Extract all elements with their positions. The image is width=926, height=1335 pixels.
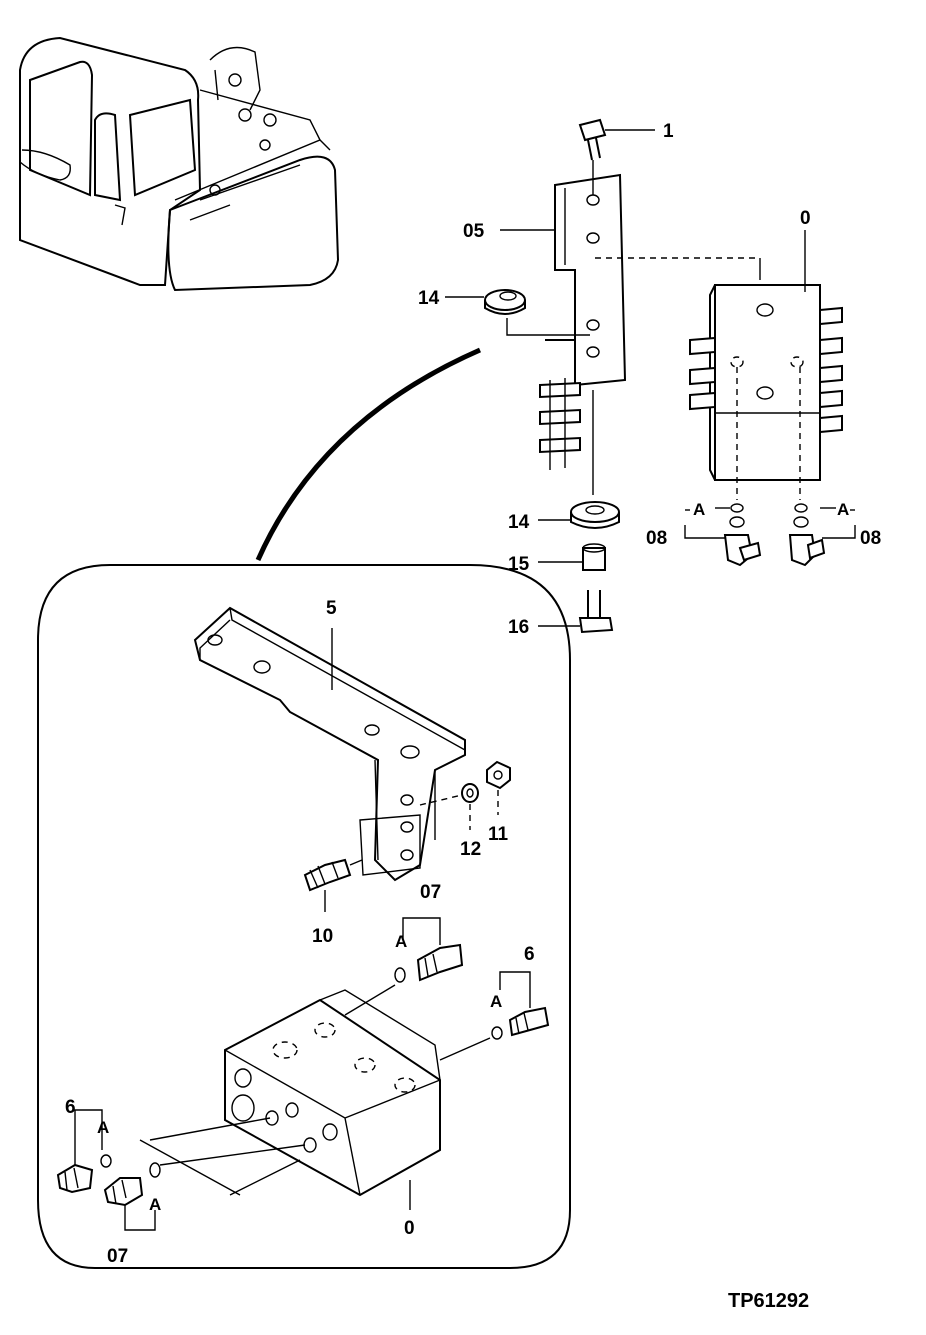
- callout-07-top: 07: [420, 882, 441, 903]
- bracket-05: [500, 160, 761, 391]
- callout-11: 11: [488, 824, 509, 845]
- collar-15: [538, 543, 606, 571]
- callout-08-left: 08: [646, 528, 667, 549]
- detail-panel-border: [37, 564, 571, 1269]
- spacer-14-top: [445, 289, 590, 336]
- figure-code: TP61292: [728, 1290, 809, 1312]
- elbow-fittings-08: [684, 503, 856, 567]
- fitting-07-top: [344, 917, 464, 1016]
- bolt-16: [538, 590, 614, 634]
- ref-a-right: A: [837, 500, 849, 519]
- callout-07-bottom: 07: [107, 1246, 128, 1267]
- ref-a-left: A: [693, 500, 705, 519]
- detail-connector-curve: [255, 347, 482, 562]
- nut-11: [486, 760, 511, 815]
- callout-0-top: 0: [800, 208, 811, 229]
- fitting-07-bottom: [103, 1162, 161, 1231]
- callout-6-left: 6: [65, 1097, 76, 1118]
- spacer-14-bottom: [538, 501, 620, 529]
- callout-15: 15: [508, 554, 530, 575]
- ref-a-6-left: A: [97, 1118, 109, 1137]
- fittings-left-stack: [539, 378, 594, 495]
- ref-a-07-top: A: [395, 932, 407, 951]
- washer-12: [419, 783, 479, 830]
- callout-1: 1: [663, 121, 674, 142]
- ref-a-07-bottom: A: [149, 1195, 161, 1214]
- ref-a-6-right: A: [490, 992, 502, 1011]
- callout-05: 05: [463, 221, 485, 242]
- callout-14-top: 14: [418, 288, 440, 309]
- callout-0-bottom: 0: [404, 1218, 415, 1239]
- fitting-6-left: [56, 1109, 112, 1194]
- callout-labels: 1 05 0 14 14 15 16 08 08 A A 5 12 11 10 …: [65, 121, 881, 1312]
- callout-6-right: 6: [524, 944, 535, 965]
- valve-block-0-bottom: [139, 989, 441, 1210]
- excavator-cab-illustration: [19, 36, 340, 292]
- callout-08-right: 08: [860, 528, 881, 549]
- bracket-5: [193, 606, 466, 882]
- callout-12: 12: [460, 839, 481, 860]
- callout-14-bottom: 14: [508, 512, 530, 533]
- callout-5: 5: [326, 598, 337, 619]
- callout-10: 10: [312, 926, 333, 947]
- callout-16: 16: [508, 617, 529, 638]
- fitting-10: [303, 858, 363, 912]
- bolt-1: [578, 118, 655, 161]
- fitting-6-right: [439, 971, 550, 1061]
- valve-block-0-top: [689, 230, 843, 500]
